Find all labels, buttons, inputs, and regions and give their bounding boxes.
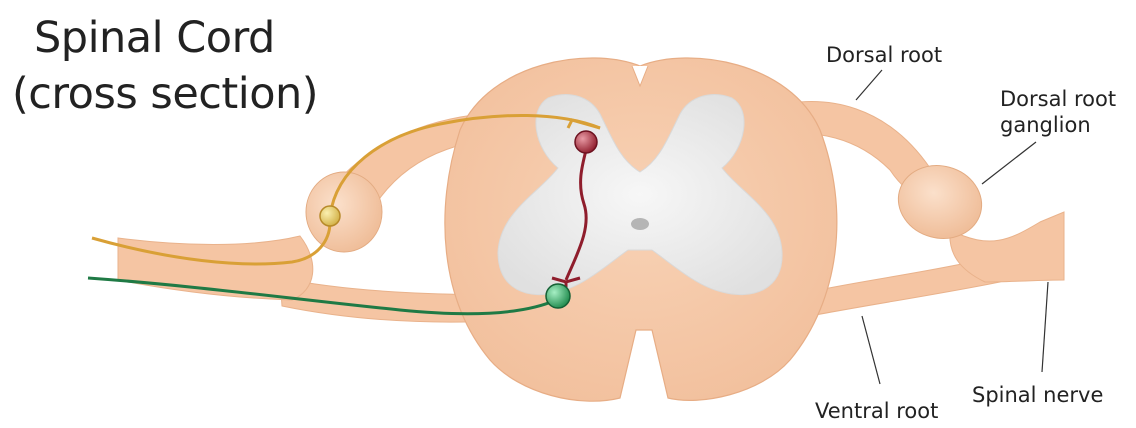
- left-dorsal-root-ganglion: [306, 172, 382, 252]
- sensory-cell-body: [320, 206, 340, 226]
- label-dorsal-root-ganglion-line1: Dorsal root: [1000, 87, 1116, 111]
- central-canal: [631, 218, 649, 230]
- label-ventral-root: Ventral root: [815, 399, 938, 423]
- leader-ventral-root: [862, 316, 880, 384]
- leader-dorsal-root-ganglion: [982, 142, 1036, 184]
- label-spinal-nerve: Spinal nerve: [972, 383, 1103, 407]
- leader-spinal-nerve: [1042, 282, 1048, 372]
- motor-cell-body: [546, 284, 570, 308]
- label-dorsal-root: Dorsal root: [826, 43, 942, 67]
- interneuron-cell-body: [575, 131, 597, 153]
- label-dorsal-root-ganglion-line2: ganglion: [1000, 113, 1091, 137]
- leader-dorsal-root: [856, 70, 882, 100]
